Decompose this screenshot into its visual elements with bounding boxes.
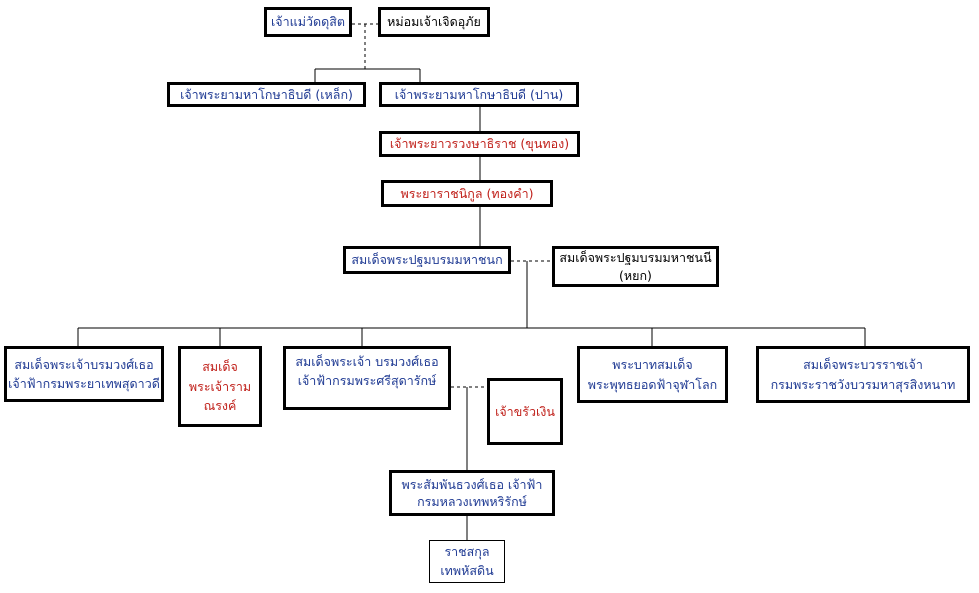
node-label-line2: พระพุทธยอดฟ้าจุฬาโลก (587, 376, 718, 392)
node-label-line1: สมเด็จพระบวรราชเจ้า (803, 357, 923, 373)
node-wang-na: สมเด็จพระบวรราชเจ้า กรมพระราชวังบวรมหาสุ… (756, 346, 970, 403)
node-mae-wat-dusit: เจ้าแม่วัดดุสิต (264, 7, 352, 37)
node-rama1: พระบาทสมเด็จ พระพุทธยอดฟ้าจุฬาโลก (577, 346, 728, 403)
node-label-line1: พระบาทสมเด็จ (612, 357, 693, 373)
node-label-line2: พระเจ้าราม (188, 378, 252, 394)
node-phraya-lek: เจ้าพระยามหาโกษาธิบดี (เหล็ก) (167, 82, 366, 107)
node-mom-chao-choed: หม่อมเจ้าเจิดอุภัย (378, 7, 490, 37)
node-label-line2: เทพหัสดิน (440, 562, 494, 578)
node-label-line2: เจ้าฟ้ากรมพระศรีสุดารักษ์ (297, 373, 437, 389)
node-label-line2: กรมหลวงเทพหริรักษ์ (417, 494, 527, 509)
node-label-line3: ณรงค์ (203, 398, 237, 414)
node-phraya-thongkham: พระยาราชนิกูล (ทองคำ) (381, 180, 553, 207)
node-pathom-chanok: สมเด็จพระปฐมบรมมหาชนก (343, 246, 511, 274)
node-label-line1: สมเด็จพระปฐมบรมมหาชนนี (559, 250, 712, 265)
node-thephariraks: พระสัมพันธวงศ์เธอ เจ้าฟ้า กรมหลวงเทพหริร… (389, 470, 555, 516)
node-label-line1: สมเด็จพระเจ้าบรมวงศ์เธอ (14, 356, 154, 372)
node-chao-ram: สมเด็จ พระเจ้าราม ณรงค์ (178, 346, 262, 427)
node-label: เจ้าพระยามหาโกษาธิบดี (ปาน) (394, 86, 564, 102)
node-pathom-chanani: สมเด็จพระปฐมบรมมหาชนนี (หยก) (552, 246, 719, 287)
node-label-line1: สมเด็จ (202, 359, 238, 375)
node-label-line1: สมเด็จพระเจ้า บรมวงศ์เธอ (295, 354, 439, 369)
node-label: สมเด็จพระปฐมบรมมหาชนก (351, 252, 503, 268)
node-ratchasakun: ราชสกุล เทพหัสดิน (429, 540, 505, 583)
node-phraya-pan: เจ้าพระยามหาโกษาธิบดี (ปาน) (379, 82, 579, 107)
node-label-line1: ราชสกุล (444, 544, 490, 560)
node-thepsudawadi: สมเด็จพระเจ้าบรมวงศ์เธอ เจ้าฟ้ากรมพระยาเ… (4, 346, 164, 402)
node-label: หม่อมเจ้าเจิดอุภัย (387, 14, 481, 30)
node-chao-khrua-ngoen: เจ้าขรัวเงิน (487, 378, 563, 445)
node-label-line2: (หยก) (619, 267, 652, 283)
node-label: เจ้าพระยาวรวงษาธิราช (ขุนทอง) (389, 136, 570, 152)
node-label-line2: เจ้าฟ้ากรมพระยาเทพสุดาวดี (8, 376, 160, 391)
node-label-line1: พระสัมพันธวงศ์เธอ เจ้าฟ้า (401, 476, 543, 492)
node-label: พระยาราชนิกูล (ทองคำ) (400, 185, 534, 201)
node-label: เจ้าแม่วัดดุสิต (271, 14, 345, 30)
node-label: เจ้าขรัวเงิน (495, 403, 555, 419)
node-label: เจ้าพระยามหาโกษาธิบดี (เหล็ก) (180, 86, 353, 102)
node-label-line2: กรมพระราชวังบวรมหาสุรสิงหนาท (770, 376, 956, 392)
node-srisudarak: สมเด็จพระเจ้า บรมวงศ์เธอ เจ้าฟ้ากรมพระศร… (283, 346, 451, 410)
node-phraya-thong: เจ้าพระยาวรวงษาธิราช (ขุนทอง) (379, 131, 580, 157)
